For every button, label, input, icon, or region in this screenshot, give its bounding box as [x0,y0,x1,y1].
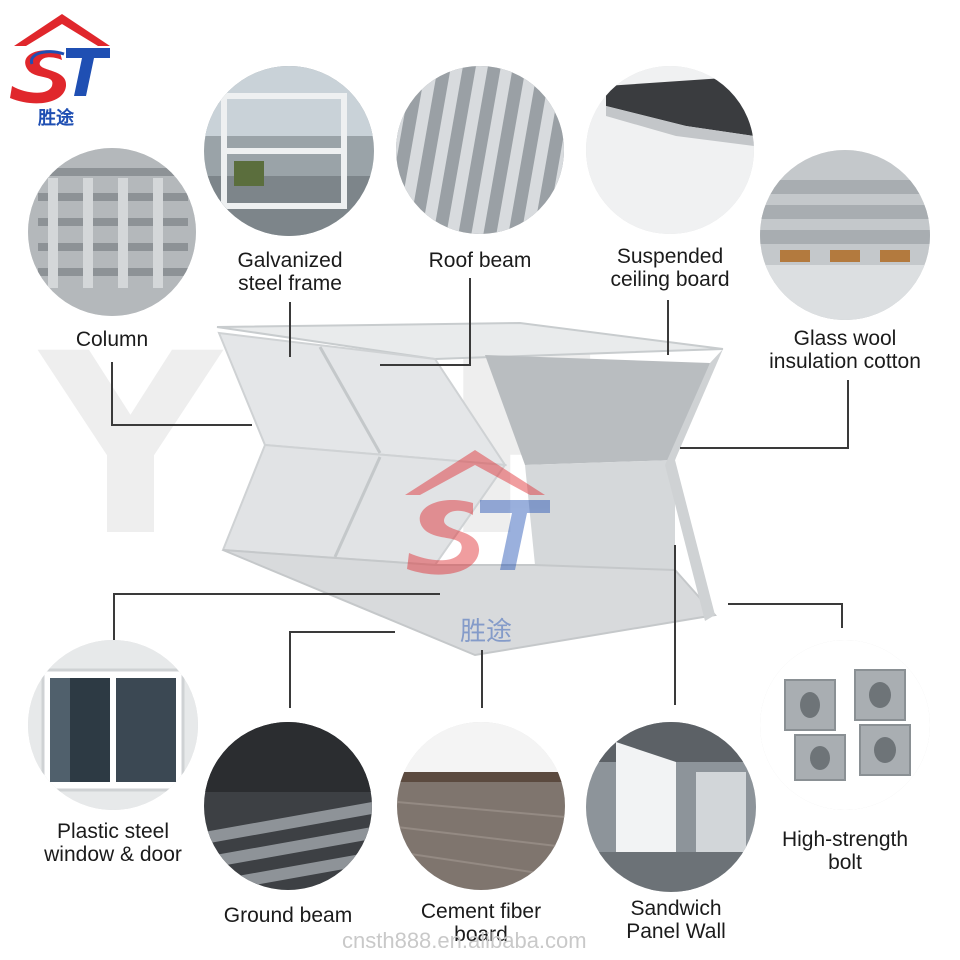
glass-wool-insulation-photo [760,150,930,320]
ground-beam-photo [204,722,372,890]
label-column: Column [75,328,149,351]
label-ground-beam: Ground beam [223,904,353,927]
galvanized-steel-frame-photo [204,66,374,236]
center-watermark-text: 胜途 [460,617,512,647]
column-photo [28,148,196,316]
cement-fiber-board-photo [397,722,565,890]
brand-logo-text: 胜途 [38,108,74,128]
brand-logo-icon [10,14,110,104]
label-roof-beam: Roof beam [428,249,532,272]
high-strength-bolt-photo [760,640,930,810]
plastic-steel-window-photo [28,640,198,810]
footer-store-url: cnsth888.en.alibaba.com [342,928,587,953]
sandwich-panel-wall-photo [586,722,756,892]
suspended-ceiling-board-photo [586,66,754,234]
center-watermark-logo [405,450,550,575]
roof-beam-photo [396,66,564,234]
brand-logo: 胜途 [6,8,118,128]
